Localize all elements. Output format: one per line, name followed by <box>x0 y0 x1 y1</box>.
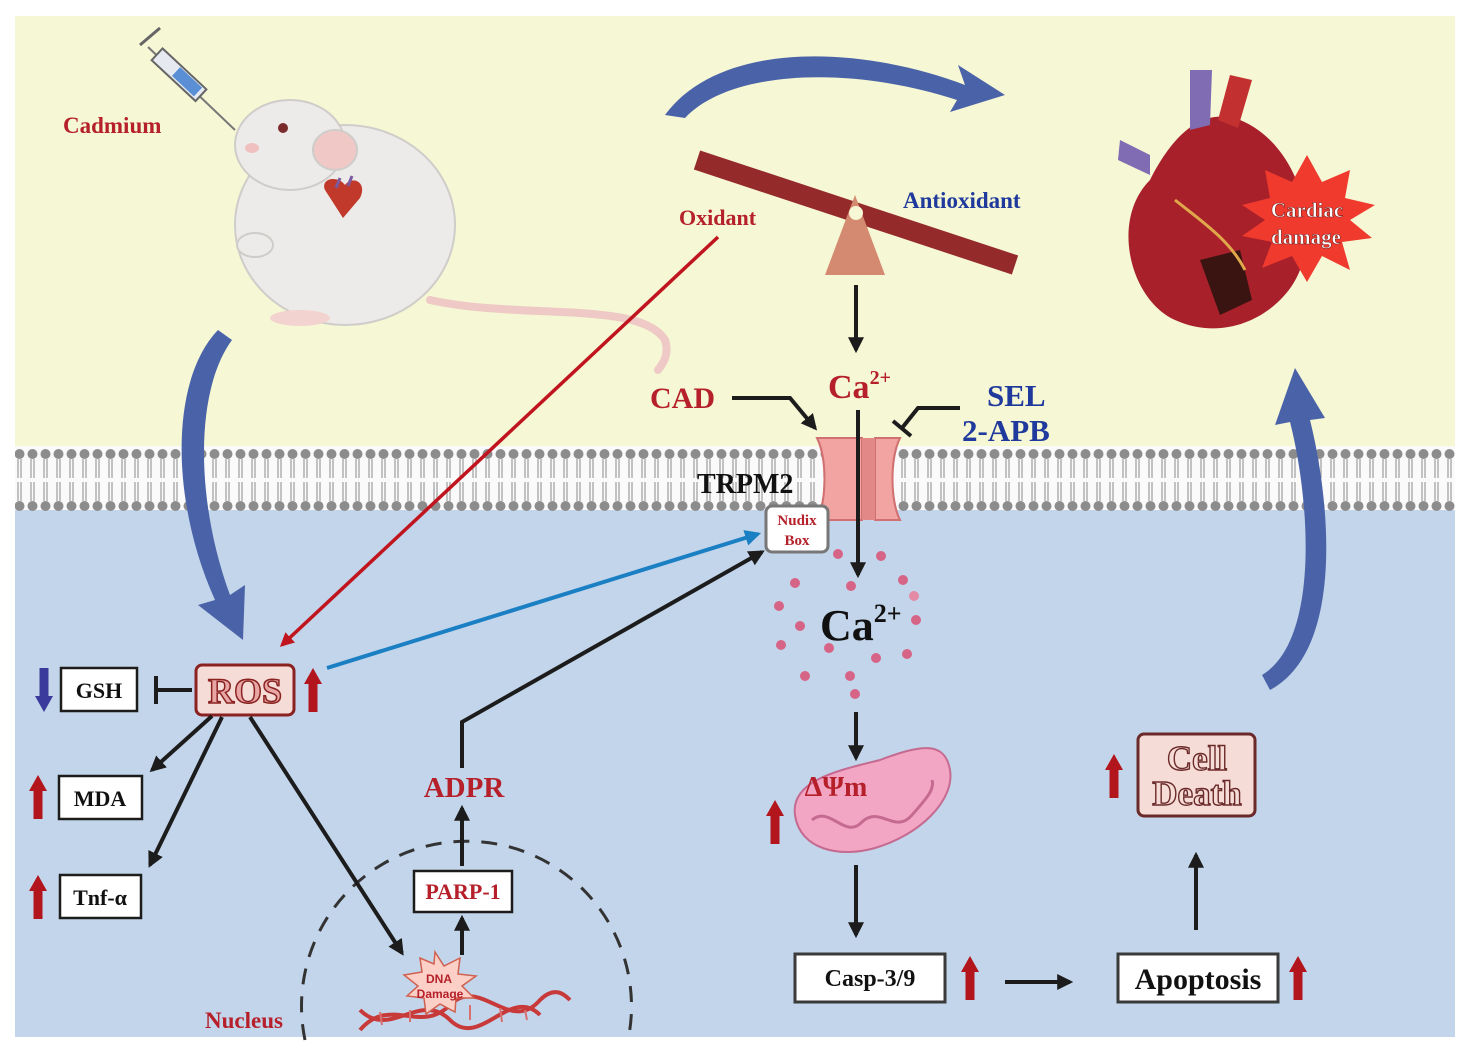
trpm2-channel <box>815 437 902 521</box>
tnf-box <box>58 873 143 920</box>
redox-balance-seesaw <box>693 150 1019 275</box>
cell-death-box <box>1136 732 1257 818</box>
ros-increase-arrow <box>304 668 322 712</box>
ros-to-tnf-arrow <box>148 716 224 868</box>
ros-to-nudix-arrow <box>326 530 762 670</box>
sel-label: SEL <box>987 378 1046 413</box>
cardiac-damage-label-2: damage <box>1271 225 1341 249</box>
adpr-label: ADPR <box>424 772 506 804</box>
gsh-decrease-arrow <box>35 668 53 712</box>
apoptosis-increase-arrow <box>1289 956 1307 1000</box>
ros-to-mda-arrow <box>149 714 214 773</box>
casp-label: Casp-3/9 <box>825 966 916 992</box>
heart-icon <box>1118 70 1307 329</box>
dna-helix-icon <box>358 990 572 1032</box>
apb-label: 2-APB <box>962 413 1050 448</box>
syringe-icon <box>139 26 236 131</box>
casp-increase-arrow <box>961 956 979 1000</box>
delta-psi-m-label: ΔΨm <box>805 772 868 803</box>
dpsim-increase-arrow <box>766 800 784 844</box>
rat-icon <box>234 99 671 374</box>
flow-arrow-right <box>1262 368 1327 690</box>
dna-damage-label-2: Damage <box>417 987 464 1001</box>
nudix-box <box>764 504 830 554</box>
sel-inhibition-mark <box>891 406 960 438</box>
nudix-label-1: Nudix <box>777 513 817 529</box>
apoptosis-label: Apoptosis <box>1135 963 1262 996</box>
mda-label: MDA <box>74 786 127 811</box>
parp1-label: PARP-1 <box>425 879 500 904</box>
apoptosis-box <box>1116 952 1280 1004</box>
dna-damage-label-1: DNA <box>426 972 452 986</box>
celldeath-increase-arrow <box>1105 754 1123 798</box>
tnf-increase-arrow <box>29 875 47 919</box>
calcium-ions-cluster <box>774 549 921 699</box>
ros-label: ROS <box>208 671 282 711</box>
cad-activation-arrow <box>732 396 818 431</box>
cadmium-label: Cadmium <box>63 113 161 138</box>
cad-label: CAD <box>650 382 715 415</box>
dna-damage-burst <box>402 949 479 1016</box>
ca-cytosol-label: Ca2+ <box>820 599 902 650</box>
casp-box <box>793 952 947 1004</box>
flow-arrow-left <box>181 330 245 640</box>
nucleus-label: Nucleus <box>205 1008 283 1033</box>
nudix-label-2: Box <box>784 533 810 549</box>
oxidant-label: Oxidant <box>679 205 757 230</box>
cardiac-damage-label-1: Cardiac <box>1271 198 1343 222</box>
ros-box <box>194 663 296 717</box>
antioxidant-label: Antioxidant <box>903 188 1021 213</box>
mda-increase-arrow <box>29 775 47 819</box>
mda-box <box>57 774 144 821</box>
oxidant-to-ros-arrow <box>279 235 720 647</box>
parp1-box <box>412 869 514 914</box>
gsh-box <box>59 666 139 713</box>
cell-death-label-1: Cell <box>1167 739 1228 778</box>
cell-death-label-2: Death <box>1152 774 1241 813</box>
adpr-to-nudix-arrow <box>460 550 765 768</box>
ros-to-dna-arrow <box>248 715 404 956</box>
cardiac-damage-burst <box>1242 155 1375 282</box>
ca-top-label: Ca2+ <box>828 367 891 406</box>
nucleus-boundary <box>300 839 633 1041</box>
flow-arrow-top <box>665 56 1005 118</box>
tnf-label: Tnf-α <box>73 885 128 910</box>
gsh-label: GSH <box>76 678 122 703</box>
trpm2-label: TRPM2 <box>697 469 793 500</box>
mitochondrion-icon <box>793 747 952 853</box>
ros-inhibits-gsh <box>154 676 192 704</box>
